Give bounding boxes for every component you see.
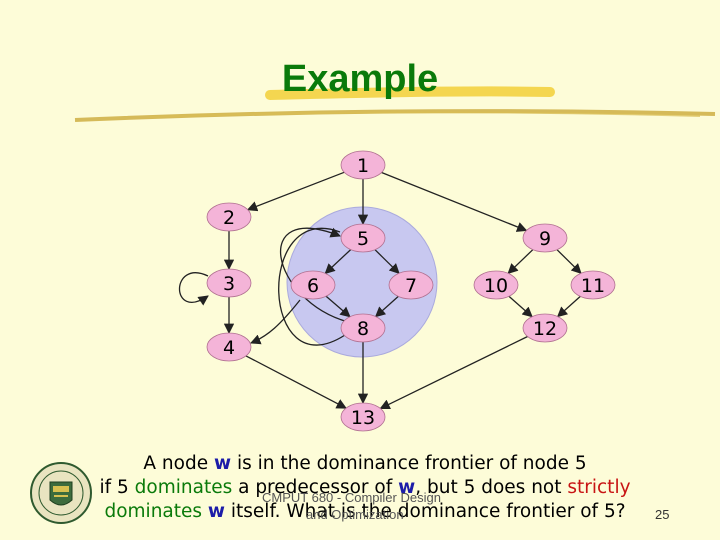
node-10-shape — [473, 270, 519, 300]
footer-course-sub: and Optimization — [306, 507, 404, 522]
edge-9-to-11 — [556, 249, 582, 275]
node-9: 9 — [522, 223, 568, 253]
edges-layer — [179, 171, 582, 410]
node-6: 6 — [290, 270, 336, 300]
node-7-shape — [388, 270, 434, 300]
edge-4-to-13 — [245, 355, 347, 409]
node-4-shape — [206, 332, 252, 362]
caption-line-3: dominates w itself. What is the dominanc… — [104, 501, 626, 522]
node-8: 8 — [340, 313, 386, 343]
edge-1-to-2 — [246, 171, 345, 212]
node-5: 5 — [340, 223, 386, 253]
edge-1-to-9 — [381, 171, 528, 232]
node-8-shape — [340, 313, 386, 343]
edge-3-to-3 — [179, 272, 209, 306]
node-13-shape — [340, 402, 386, 432]
node-13: 13 — [340, 402, 386, 432]
node-1-label: 1 — [357, 155, 369, 177]
node-10: 10 — [473, 270, 519, 300]
edge-6-to-4 — [250, 299, 301, 345]
node-3-shape — [206, 268, 252, 298]
edge-10-to-12 — [508, 295, 533, 318]
edge-9-to-10 — [507, 249, 534, 275]
node-5-label: 5 — [357, 228, 369, 250]
footer-course: CMPUT 680 - Compiler Design — [262, 490, 441, 505]
node-2-shape — [206, 202, 252, 232]
node-7-label: 7 — [405, 275, 417, 297]
dominance-region — [286, 206, 438, 358]
node-11-label: 11 — [581, 275, 605, 297]
node-6-shape — [290, 270, 336, 300]
node-3: 3 — [206, 268, 252, 298]
node-2: 2 — [206, 202, 252, 232]
node-7: 7 — [388, 270, 434, 300]
node-12-label: 12 — [533, 318, 557, 340]
node-3-label: 3 — [223, 273, 235, 295]
edge-8-to-5 — [279, 227, 349, 323]
node-1-shape — [340, 150, 386, 180]
back-edge-loop — [278, 227, 346, 346]
slide-title: Example — [281, 58, 439, 100]
page-number: 25 — [655, 507, 670, 522]
node-1: 1 — [340, 150, 386, 180]
node-9-shape — [522, 223, 568, 253]
node-12: 12 — [522, 313, 568, 343]
node-13-label: 13 — [351, 407, 375, 429]
title-yellow-stroke — [265, 86, 555, 100]
edge-7-to-8 — [374, 295, 399, 318]
edge-5-to-6 — [324, 249, 352, 275]
node-6-label: 6 — [307, 275, 319, 297]
node-10-label: 10 — [484, 275, 508, 297]
node-11-shape — [570, 270, 616, 300]
caption-line-2: if 5 dominates a predecessor of w, but 5… — [99, 477, 631, 498]
node-9-label: 9 — [539, 228, 551, 250]
edge-12-to-13 — [379, 335, 528, 410]
caption: A node w is in the dominance frontier of… — [95, 452, 635, 524]
node-11: 11 — [570, 270, 616, 300]
university-seal-logo — [30, 462, 92, 524]
node-2-label: 2 — [223, 207, 235, 229]
node-5-shape — [340, 223, 386, 253]
node-4: 4 — [206, 332, 252, 362]
caption-line-1: A node w is in the dominance frontier of… — [143, 453, 587, 474]
edge-6-to-8 — [325, 295, 351, 318]
node-8-label: 8 — [357, 318, 369, 340]
edge-11-to-12 — [556, 295, 581, 318]
edge-5-to-7 — [374, 249, 400, 275]
node-4-label: 4 — [223, 337, 235, 359]
node-12-shape — [522, 313, 568, 343]
